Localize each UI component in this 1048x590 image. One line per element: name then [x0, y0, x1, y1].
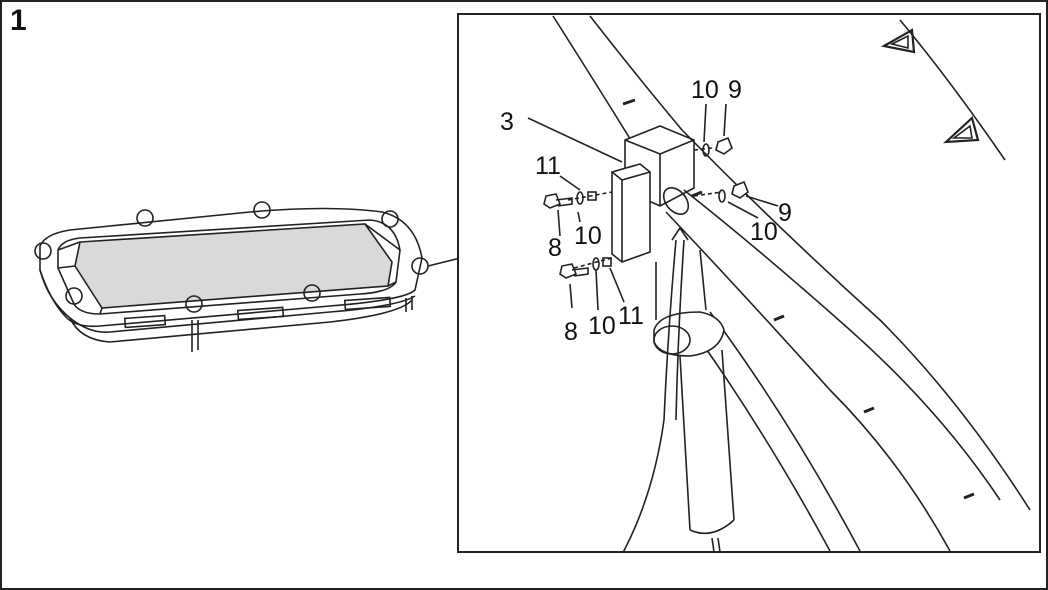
callout-part-10-top: 10: [691, 76, 719, 104]
callout-part-3: 3: [500, 108, 514, 136]
callout-part-9-right: 9: [778, 199, 792, 227]
trampoline-overview: [34, 201, 514, 352]
detail-box: [457, 13, 1041, 553]
callout-part-11-top: 11: [535, 152, 561, 180]
callout-part-8-lower: 8: [564, 318, 578, 346]
detail-drawing: [527, 15, 1031, 551]
callout-part-10-right: 10: [750, 218, 778, 246]
callout-part-8-upper: 8: [548, 234, 562, 262]
step-number: 1: [10, 4, 27, 37]
callout-part-10-left-upper: 10: [574, 222, 602, 250]
callout-part-10-lower: 10: [588, 312, 616, 340]
callout-part-9-top: 9: [728, 76, 742, 104]
callout-part-11-lower: 11: [618, 302, 644, 330]
